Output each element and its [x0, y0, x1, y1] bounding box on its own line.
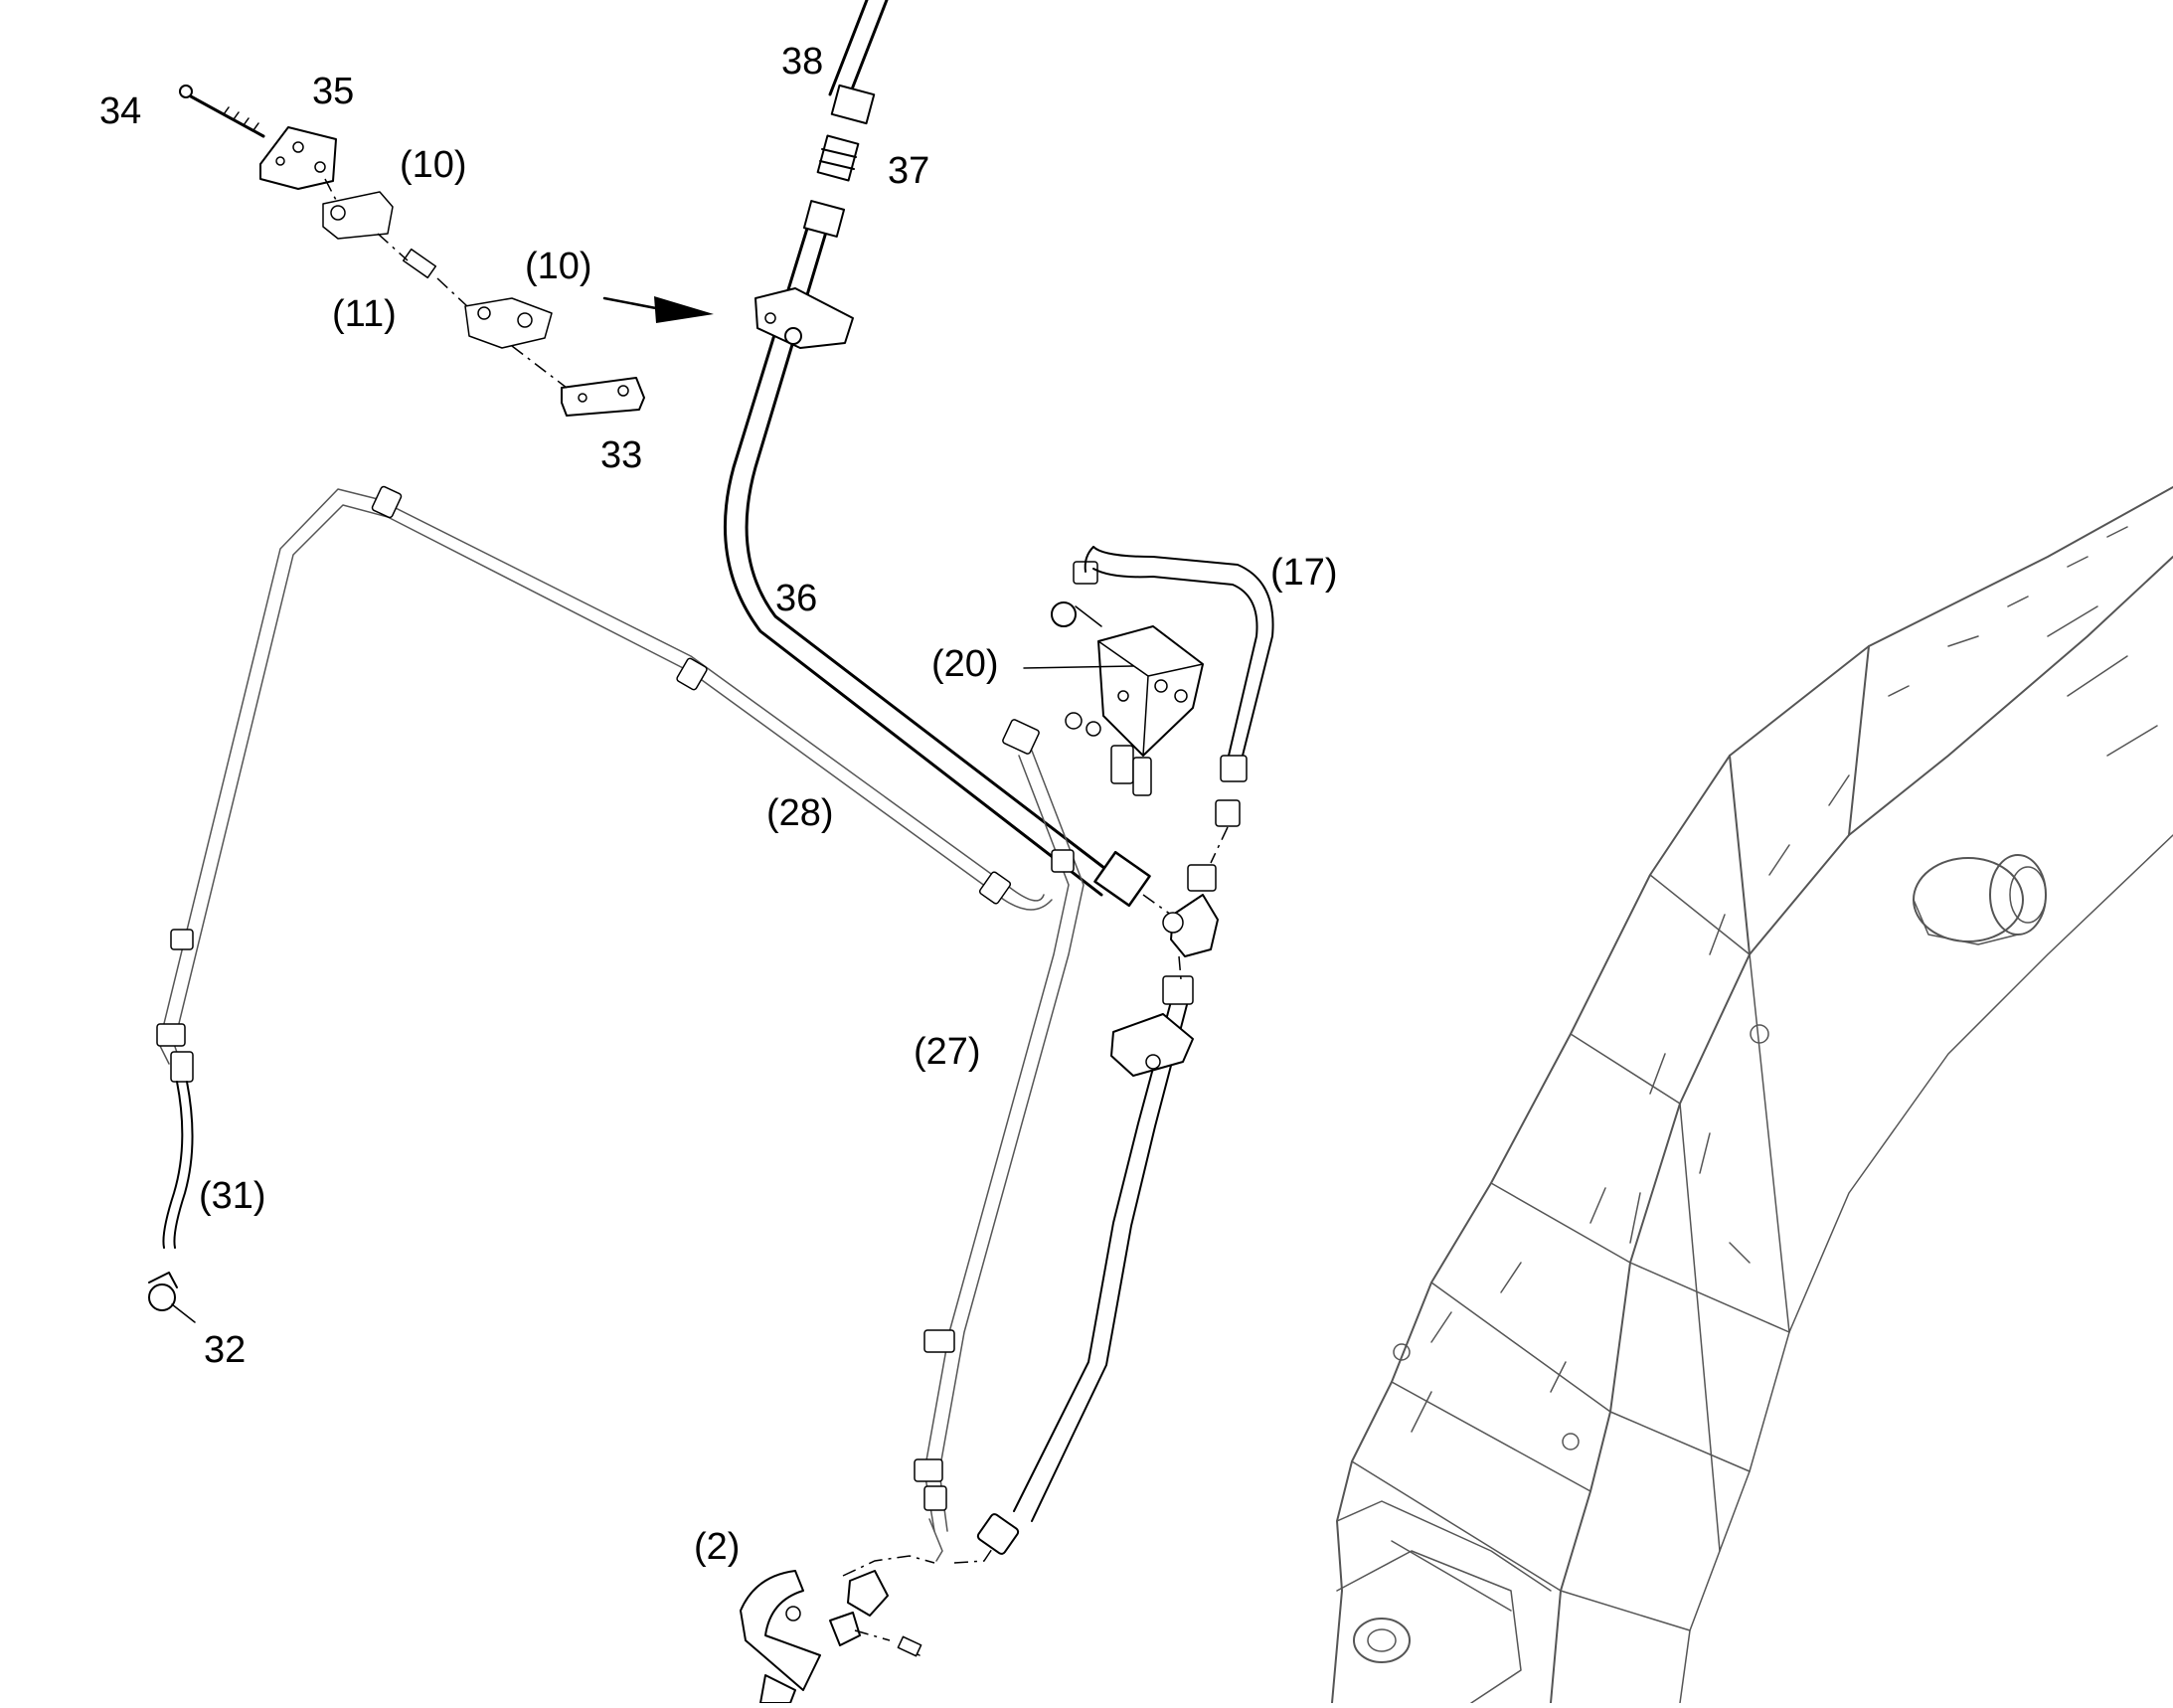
- centerline-3: [377, 233, 409, 261]
- tube-lower-right: [976, 975, 1194, 1555]
- callout-20: (20): [931, 643, 999, 685]
- elbow-fitting-top: [1051, 561, 1102, 627]
- callout-38: 38: [781, 41, 823, 83]
- callout-17: (17): [1270, 552, 1338, 594]
- bottom-bracket-2: [740, 1570, 922, 1704]
- clamp-half-10b: [464, 297, 553, 349]
- centerline-5: [511, 345, 568, 389]
- callout-37: 37: [888, 150, 929, 192]
- callout-27: (27): [914, 1031, 981, 1073]
- clamp-half-10a: [322, 191, 394, 240]
- plate-33: [561, 377, 645, 417]
- callout-28: (28): [766, 792, 834, 834]
- centerline-10: [854, 1629, 891, 1641]
- callout-2: (2): [694, 1526, 740, 1568]
- centerline-8: [842, 1555, 935, 1577]
- centerline-2: [324, 178, 339, 205]
- callout-31: (31): [199, 1175, 266, 1217]
- boom-structure: [1331, 486, 2173, 1704]
- callout-10-upper: (10): [400, 144, 467, 186]
- bolt-34: [179, 85, 265, 138]
- nut-lower-pipe: [1093, 850, 1151, 908]
- centerline-6: [1178, 955, 1182, 980]
- nut-top-pipe: [802, 200, 846, 238]
- tee-fitting: [1162, 864, 1219, 957]
- elbow-32: [148, 1272, 178, 1311]
- bracket-35: [259, 126, 337, 190]
- tube-27: [914, 719, 1085, 1562]
- centerline-4: [436, 277, 468, 307]
- pipe-36: [724, 0, 1115, 897]
- callout-32: 32: [204, 1329, 246, 1371]
- arrow-pointer: [602, 296, 714, 323]
- centerline-9: [953, 1545, 995, 1564]
- callout-33: 33: [600, 434, 642, 476]
- hose-31: [156, 1023, 194, 1249]
- valve-block-20: [1065, 625, 1204, 796]
- hose-17: [1084, 546, 1274, 827]
- callout-34: 34: [99, 90, 141, 132]
- callout-11: (11): [332, 293, 397, 335]
- callout-labels: 34 35 (10) (11) (10) 33 38 37 36 (17) (2…: [99, 41, 1338, 1568]
- leader-lines: [171, 665, 1134, 1323]
- pipe-clamp: [754, 287, 854, 349]
- callout-35: 35: [312, 71, 354, 112]
- pin-11: [402, 248, 437, 279]
- callout-36: 36: [775, 578, 817, 619]
- centerline-7: [1210, 826, 1229, 864]
- nut-38: [830, 84, 876, 125]
- callout-10-arrow: (10): [525, 246, 592, 287]
- fitting-37: [816, 134, 860, 182]
- tube-28: [158, 485, 1053, 1065]
